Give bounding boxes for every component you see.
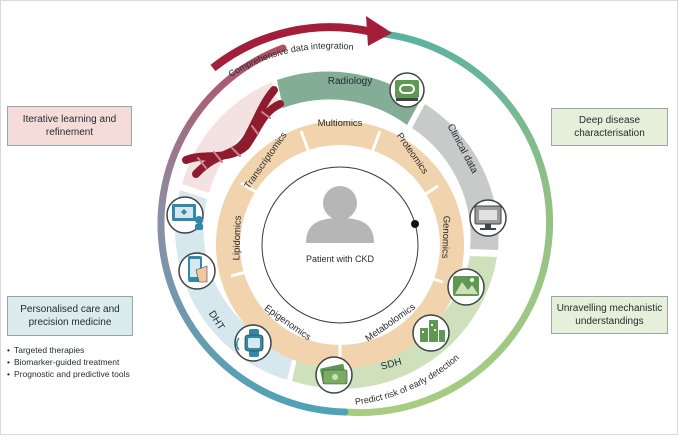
center-circle <box>261 166 419 324</box>
iterative-learning-label: Iterative learning and refinement <box>22 114 117 138</box>
unravelling-box: Unravelling mechanistic understandings <box>551 296 668 334</box>
middle-ring-segment-radiology <box>277 71 420 125</box>
money-icon <box>315 356 353 394</box>
outcomes-list-item: Targeted therapies <box>7 344 130 356</box>
personalised-care-box: Personalised care and precision medicine <box>7 296 133 336</box>
smartwatch-icon <box>234 324 272 362</box>
center-label: Patient with CKD <box>306 254 375 264</box>
smartphone-icon <box>178 252 216 290</box>
outcomes-list-item: Biomarker-guided treatment <box>7 356 130 368</box>
middle-ring-segment-sdh <box>292 256 497 389</box>
outer-ring-right-arc <box>341 29 554 417</box>
unravelling-label: Unravelling mechanistic understandings <box>556 303 663 327</box>
computer-monitor-icon <box>469 199 507 237</box>
center-marker-dot <box>411 220 419 228</box>
inner-label-genomics: Genomics <box>439 216 451 259</box>
outer-ring-red-arrow-body <box>210 23 373 72</box>
deep-disease-box: Deep disease characterisation <box>551 108 668 146</box>
deep-disease-label: Deep disease characterisation <box>574 115 645 139</box>
outer-ring-left-arc <box>157 44 349 416</box>
ct-scanner-icon <box>389 72 425 108</box>
city-buildings-icon <box>412 314 450 352</box>
computer-monitor-icon <box>166 196 204 234</box>
outer-ring-arrowhead <box>366 16 392 46</box>
dna-helix-icon <box>182 86 284 178</box>
personalised-care-label: Personalised care and precision medicine <box>20 304 120 328</box>
middle-label-radiology: Radiology <box>328 76 372 87</box>
mountains-icon <box>447 268 485 306</box>
center-patient: Patient with CKD <box>261 166 419 324</box>
iterative-learning-box: Iterative learning and refinement <box>7 106 132 146</box>
outcomes-list-item: Prognostic and predictive tools <box>7 368 130 380</box>
inner-label-lipidomics: Lipidomics <box>231 215 244 260</box>
person-silhouette-icon <box>306 186 374 243</box>
inner-ring-dividers <box>230 130 444 357</box>
inner-label-multiomics: Multiomics <box>318 118 363 129</box>
outcomes-list: Targeted therapies Biomarker-guided trea… <box>7 344 130 380</box>
middle-label-sdh: SDH <box>380 357 403 373</box>
